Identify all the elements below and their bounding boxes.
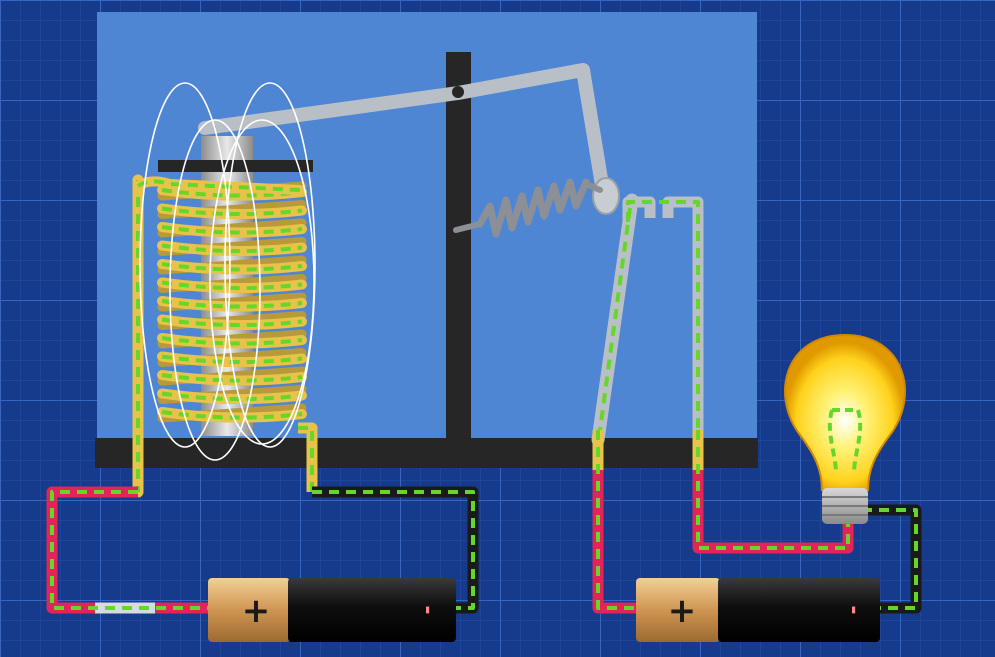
coil-turn-current [161, 206, 303, 217]
coil-turn-current [161, 317, 303, 328]
load-battery-positive-cap [636, 578, 720, 642]
coil-turn-current [161, 336, 303, 346]
load-battery-positive-label: + [668, 591, 697, 631]
pivot-icon [452, 86, 464, 98]
switch-contacts [591, 193, 704, 447]
control-wire-negative [312, 486, 479, 614]
control-battery-negative-label: - [415, 605, 440, 614]
coil-turn-current [161, 391, 303, 402]
coil-turn-current [161, 262, 303, 272]
magnetic-field-lines [139, 82, 316, 461]
control-battery-positive-label: + [242, 591, 271, 631]
control-battery: + - [208, 578, 456, 642]
return-spring [453, 178, 603, 238]
coil-turn-current [161, 373, 303, 383]
load-wire-to-bulb-current [696, 430, 850, 550]
bulb-filament-current [827, 409, 863, 471]
control-battery-body [288, 578, 456, 642]
light-bulb-icon [784, 333, 906, 524]
coil-turn-current [161, 225, 303, 235]
load-wire-negative-current [862, 508, 918, 610]
coil-turn-current [161, 299, 303, 309]
coil-turn-current [161, 410, 303, 420]
coil-right-lead-current [298, 426, 314, 492]
coil-turn-current [161, 243, 303, 254]
load-wire-left-current [596, 430, 640, 610]
control-battery-positive-cap [208, 578, 290, 642]
coil-turn-current [161, 280, 303, 291]
moving-contact [592, 177, 620, 215]
relay-frame-post [446, 52, 471, 452]
relay-frame-base [95, 438, 758, 468]
load-battery: + - [636, 578, 880, 642]
coil-top-feed-current [136, 179, 301, 192]
control-circuit [46, 486, 479, 614]
load-circuit [592, 430, 922, 614]
coil-top-plate [158, 160, 313, 172]
load-battery-body [718, 578, 880, 642]
armature-lever [198, 63, 609, 192]
contact-arm-current [598, 207, 632, 431]
load-battery-negative-label: - [841, 605, 866, 614]
control-wire-positive-current [50, 490, 210, 610]
